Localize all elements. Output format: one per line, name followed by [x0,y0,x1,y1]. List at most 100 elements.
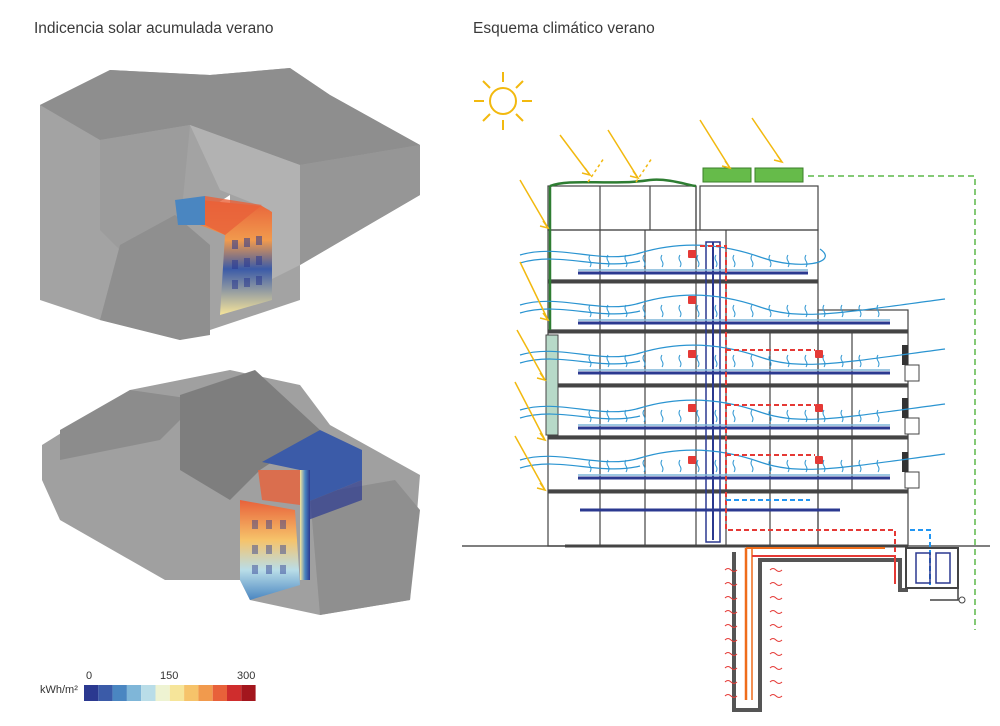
air-diffuser [750,459,754,473]
reflected-ray [587,157,605,183]
air-diffuser [642,304,646,318]
legend-swatch [155,685,170,701]
air-flow-wave [519,294,946,315]
legend-swatch [84,685,99,701]
ground-heat-wave [769,666,783,670]
sun-ray [519,179,549,229]
sun-ray-arrowhead [536,372,547,382]
ground-heat-wave [769,624,783,628]
ground-heat-wave [769,694,783,698]
ground-heat-waves [724,568,783,698]
sun-ray-arrowhead [536,432,547,442]
air-diffuser [732,354,736,368]
ground-heat-wave [724,652,738,656]
legend-tick-150: 150 [160,670,179,682]
legend-swatch [112,685,127,701]
ground-heat-wave [724,694,738,698]
air-diffuser [786,409,790,423]
ground-heat-wave [724,610,738,614]
pv-panel-2 [754,167,804,183]
air-diffuser [624,354,628,368]
air-flow-wave [519,463,641,470]
hot-water-lines [700,245,896,585]
air-diffuser [876,459,880,473]
sun-ray-arrowhead [539,220,550,230]
sun-ray [607,129,639,179]
ground-heat-wave [769,652,783,656]
terminal-unit-icon [815,456,823,464]
air-diffuser [804,354,808,368]
legend-swatch [184,685,199,701]
air-diffuser [696,304,700,318]
sun-icon [474,72,532,130]
air-flow-wave [519,308,641,315]
air-diffuser [768,354,772,368]
air-diffuser [624,459,628,473]
terminal-unit-icon [815,404,823,412]
air-diffuser [876,409,880,423]
green-facade-panel [545,334,559,436]
air-diffuser [624,304,628,318]
sun-ray-arrowhead [629,170,640,180]
air-diffuser [876,354,880,368]
ground-heat-wave [724,680,738,684]
air-diffuser [732,409,736,423]
terminal-units [688,250,823,464]
legend-unit: kWh/m² [40,684,78,696]
air-diffuser [822,459,826,473]
air-diffuser [678,409,682,423]
ground-heat-wave [724,666,738,670]
sun-ray-arrowhead [539,312,550,322]
sun-ray-arrowhead [773,154,784,164]
air-diffuser [588,354,592,368]
pv-panel-1 [702,167,752,183]
air-diffuser [696,409,700,423]
air-flow-lines [519,244,946,512]
sun-ray [516,329,546,381]
reflected-ray [635,157,653,183]
air-diffuser [750,254,754,268]
legend-swatch [126,685,142,701]
air-diffuser [660,459,664,473]
air-diffuser [750,354,754,368]
terminal-unit-icon [688,404,696,412]
air-flow-wave [519,344,946,365]
air-flow-wave [519,244,826,265]
legend-swatch [212,685,227,701]
air-flow-wave [519,358,641,365]
air-diffuser [606,254,610,268]
air-diffuser [696,254,700,268]
terminal-unit-icon [688,296,696,304]
sun-ray-arrowhead [536,482,547,492]
legend-swatch [141,685,156,701]
sun-ray [751,117,783,163]
air-diffuser [786,254,790,268]
sun-ray-arrowhead [581,167,592,177]
air-diffuser [642,254,646,268]
air-diffuser [750,409,754,423]
ground-heat-wave [769,582,783,586]
ground-heat-wave [769,610,783,614]
legend-swatch [169,685,185,701]
air-diffuser [678,354,682,368]
air-diffuser [840,304,844,318]
air-diffuser [732,304,736,318]
air-diffuser [624,254,628,268]
air-diffuser [714,354,718,368]
ground-heat-wave [769,596,783,600]
air-flow-wave [519,413,641,420]
legend-swatch [198,685,213,701]
air-diffuser [786,354,790,368]
right-panel-title: Esquema climático verano [473,20,655,37]
air-diffuser [804,304,808,318]
air-diffuser [678,304,682,318]
legend-swatch [241,685,256,701]
terminal-unit-icon [688,350,696,358]
air-diffuser [642,354,646,368]
air-diffuser [732,459,736,473]
air-flow-wave [519,449,946,470]
legend-swatch [98,685,113,701]
air-diffuser [606,459,610,473]
air-diffuser [678,254,682,268]
air-flow-wave [519,258,641,265]
